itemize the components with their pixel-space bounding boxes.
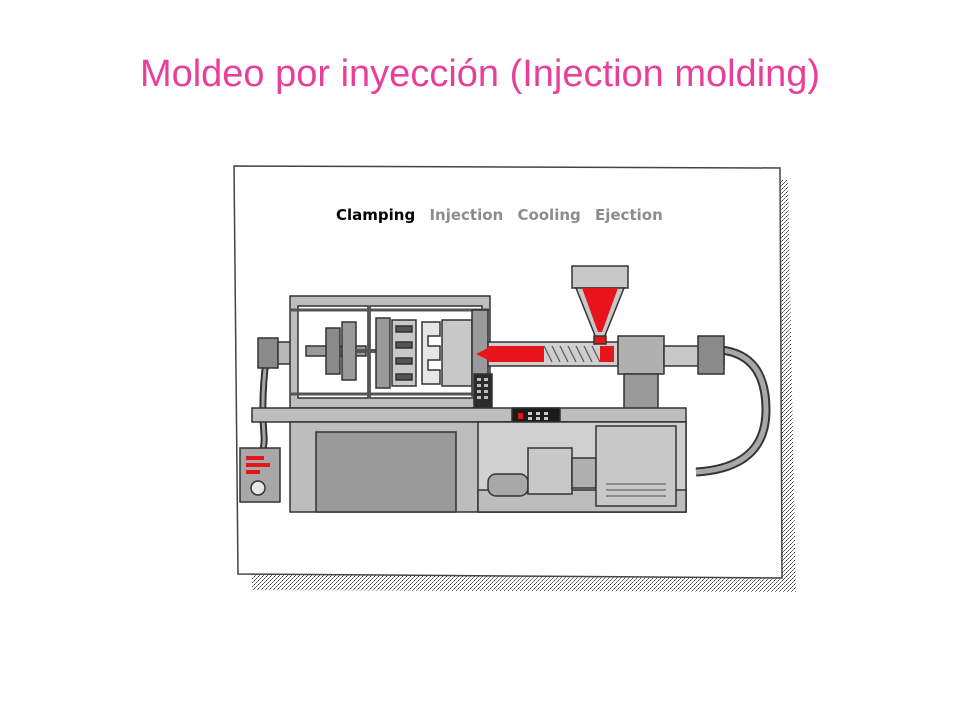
mold-fixed-half bbox=[441, 319, 473, 387]
molten-plastic bbox=[488, 346, 544, 362]
control-panel-icon bbox=[473, 373, 493, 409]
pump bbox=[487, 473, 529, 497]
moving-platen bbox=[375, 317, 391, 389]
phase-tab-injection[interactable]: Injection bbox=[429, 206, 504, 224]
phase-tab-cooling[interactable]: Cooling bbox=[517, 206, 581, 224]
plastic-pellets bbox=[582, 288, 618, 332]
clamp-cylinder bbox=[257, 337, 279, 369]
injection-molding-machine-illustration bbox=[239, 265, 771, 513]
illustration-frame: Clamping Injection Cooling Ejection bbox=[226, 160, 806, 600]
page-title: Moldeo por inyección (Injection molding) bbox=[139, 53, 821, 95]
reservoir bbox=[527, 447, 573, 495]
injection-unit bbox=[617, 335, 665, 375]
hopper-icon bbox=[571, 265, 629, 289]
mold-cavity bbox=[421, 321, 441, 385]
phase-tabs: Clamping Injection Cooling Ejection bbox=[336, 206, 672, 224]
motor-icon bbox=[595, 425, 677, 507]
nozzle-plastic bbox=[476, 348, 488, 360]
machine-bed bbox=[251, 407, 687, 423]
phase-tab-clamping[interactable]: Clamping bbox=[336, 206, 416, 224]
phase-tab-ejection[interactable]: Ejection bbox=[595, 206, 663, 224]
